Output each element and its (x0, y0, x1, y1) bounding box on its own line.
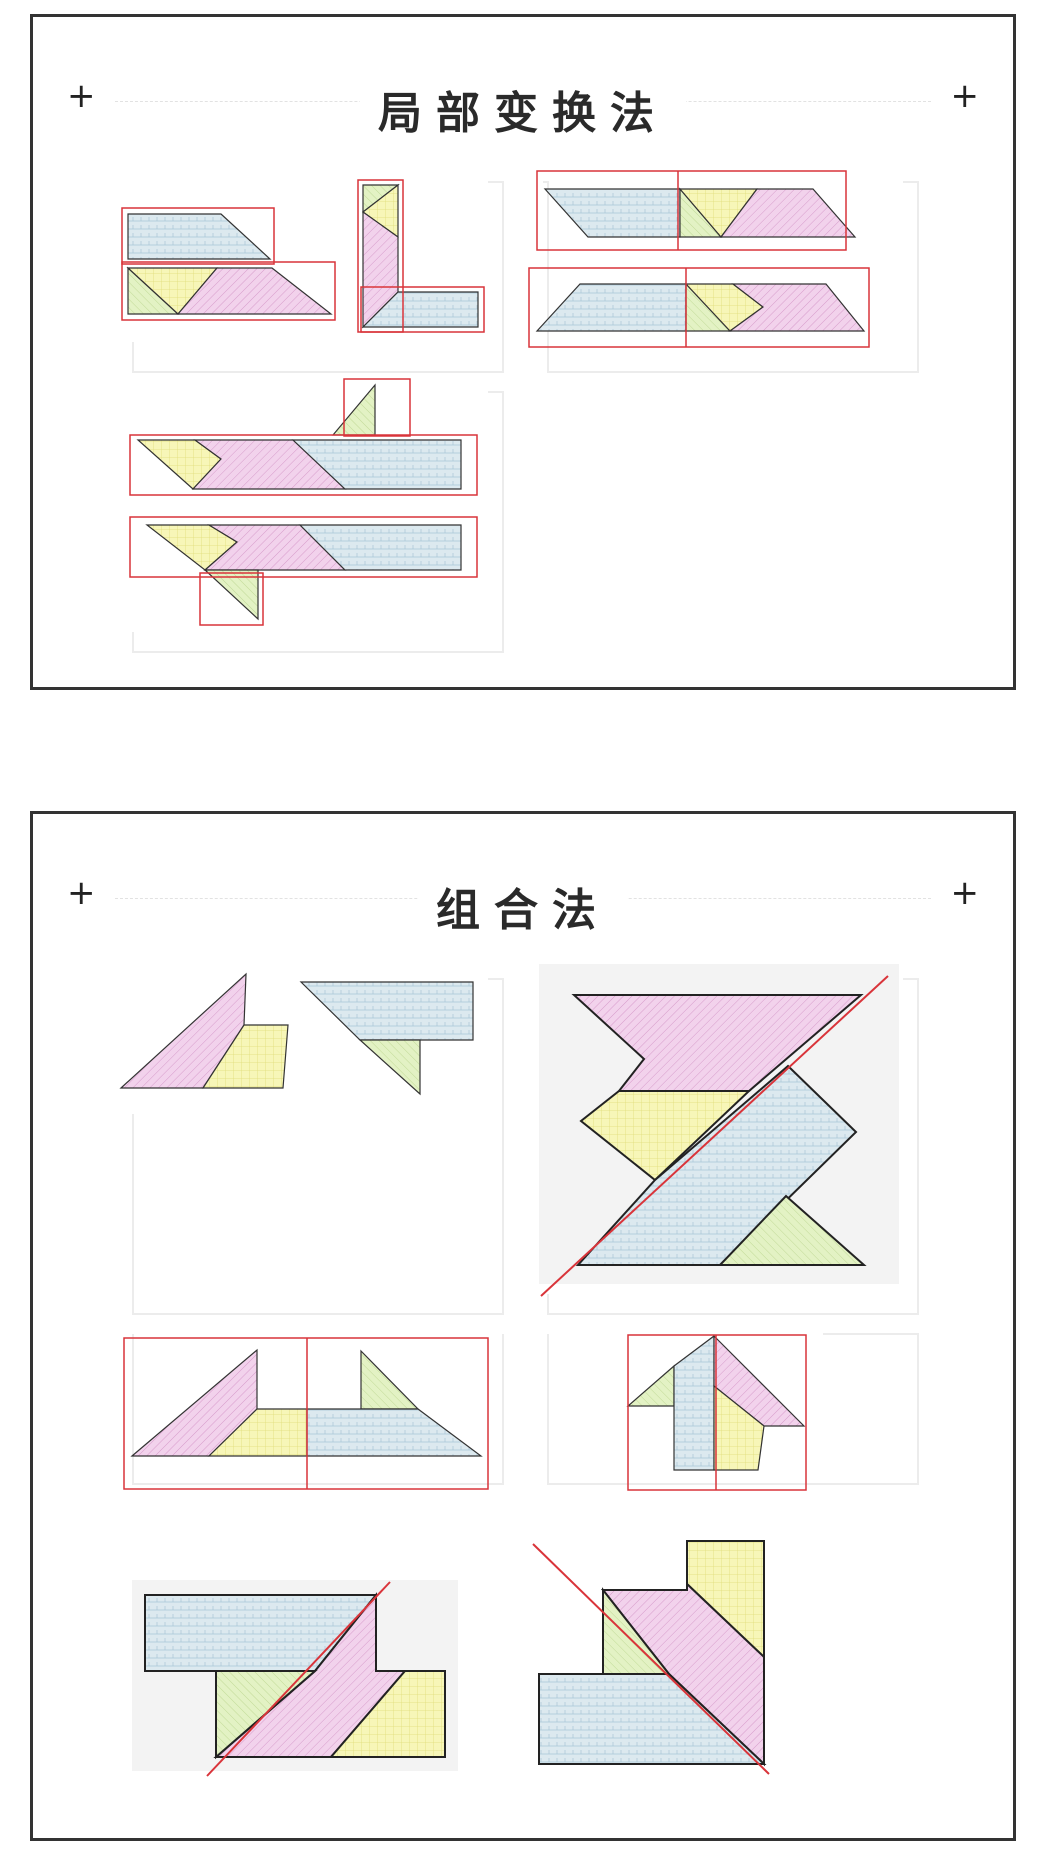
blue-trapezoid (298, 524, 462, 571)
figure-1 (126, 213, 333, 315)
yellow-shape (713, 1384, 765, 1471)
figure-3 (535, 187, 866, 332)
figure-d (626, 1334, 806, 1471)
plus-icon-right: + (950, 873, 980, 913)
blue-shape (575, 1064, 858, 1266)
plus-icon-left: + (67, 873, 96, 913)
figure-a (119, 972, 474, 1096)
red-diagonal (540, 975, 889, 1297)
section-title: 组合法 (418, 885, 628, 936)
plus-icon-left: + (67, 76, 96, 116)
red-boxes-1 (121, 207, 336, 321)
green-triangle (360, 1349, 420, 1410)
red-boxes-4 (129, 378, 478, 626)
red-diagonal (206, 1581, 391, 1777)
blue-shape (673, 1334, 715, 1471)
red-boxes-d (627, 1334, 807, 1491)
pink-trapezoid (728, 283, 866, 332)
red-boxes-3 (528, 170, 870, 348)
figure-e (132, 1580, 458, 1777)
section-local-transform: + + 局部变换法 (30, 14, 1016, 690)
pink-parallelogram (719, 188, 857, 238)
green-triangle (626, 1364, 675, 1407)
plus-icon-right: + (950, 76, 980, 116)
bracket-guides (132, 181, 919, 653)
green-triangle (358, 1039, 421, 1096)
figure-f (532, 1540, 770, 1775)
combination-figures (119, 964, 919, 1777)
green-triangle (203, 569, 259, 621)
red-boxes-2 (357, 179, 485, 333)
pink-parallelogram (191, 439, 347, 490)
blue-trapezoid (291, 439, 462, 490)
red-diagonal (532, 1543, 770, 1775)
blue-trapezoid (127, 213, 272, 260)
figure-4 (136, 383, 462, 621)
blue-shape (538, 1673, 767, 1765)
pink-parallelogram (203, 524, 347, 571)
bracket-guides (132, 978, 919, 1485)
yellow-shape (328, 1670, 446, 1758)
blue-shape (299, 981, 474, 1041)
figure-2 (361, 183, 479, 329)
section-title: 局部变换法 (360, 88, 686, 139)
pink-parallelogram (176, 267, 333, 315)
section-combination: + + 组合法 (30, 811, 1016, 1841)
transform-figures (121, 170, 919, 653)
blue-shape (306, 1408, 483, 1457)
blue-parallelogram (543, 188, 681, 238)
green-triangle (717, 1194, 867, 1266)
figure-c (130, 1348, 483, 1457)
figure-b (539, 964, 899, 1297)
red-boxes-c (123, 1337, 489, 1490)
blue-trapezoid (535, 283, 687, 332)
yellow-shape (201, 1024, 289, 1089)
blue-base (361, 291, 479, 328)
